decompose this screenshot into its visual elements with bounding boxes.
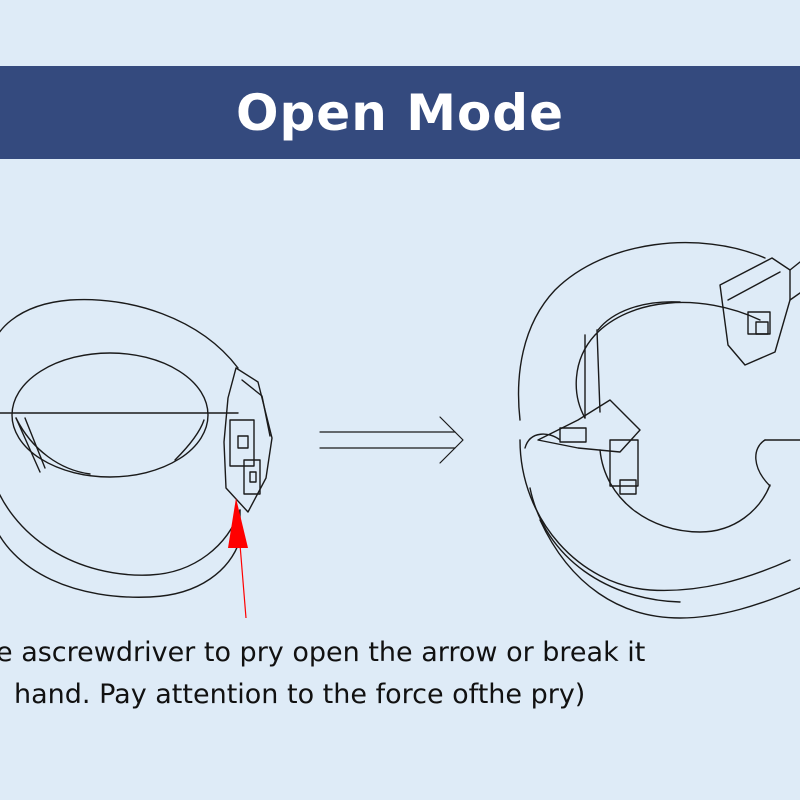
opened-ring-lower-outer [519, 439, 791, 592]
closed-ferrite-ring [0, 298, 273, 598]
opened-ring-lower-cut-curve [755, 439, 771, 487]
opened-ring-hinge [524, 399, 641, 495]
closed-ring-latch [223, 367, 273, 513]
instruction-line-2: hand. Pay attention to the force ofthe p… [14, 679, 586, 710]
opened-ring-lower-mid [529, 487, 681, 603]
closed-ring-hole-inner-wall [15, 417, 91, 475]
opened-ring-upper-block [719, 257, 800, 366]
instruction-line-1: e ascrewdriver to pry open the arrow or … [0, 637, 646, 668]
title-banner: Open Mode [0, 66, 800, 159]
double-arrow-right [319, 416, 464, 464]
opened-ring-inner-c [575, 301, 761, 419]
closed-ring-bottom-outline [0, 534, 241, 598]
opened-ring-inner-c-lower [597, 301, 681, 331]
closed-ring-body-outline [0, 493, 241, 576]
closed-ring-hole-inner-wall-right [174, 419, 205, 461]
red-pointer-arrow [228, 498, 248, 619]
closed-ring-hole-ellipse [11, 352, 209, 478]
closed-ring-inner-split-left [15, 417, 41, 473]
opened-ring-inner-wall-right [596, 329, 601, 413]
opened-ring-outer-top [517, 241, 766, 421]
closed-ring-top-outline [0, 298, 239, 369]
closed-ring-inner-split-right [24, 417, 46, 469]
opened-ring-lower-inner-c [599, 449, 771, 533]
page-title: Open Mode [235, 83, 565, 142]
opened-ferrite-ring [517, 241, 800, 619]
opened-ring-lower-bottom [539, 519, 800, 619]
